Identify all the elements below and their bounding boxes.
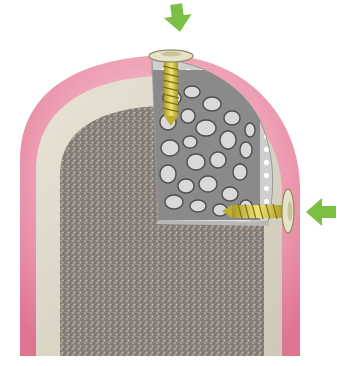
left-arrow-icon [306, 198, 336, 226]
down-arrow-icon [162, 2, 194, 34]
